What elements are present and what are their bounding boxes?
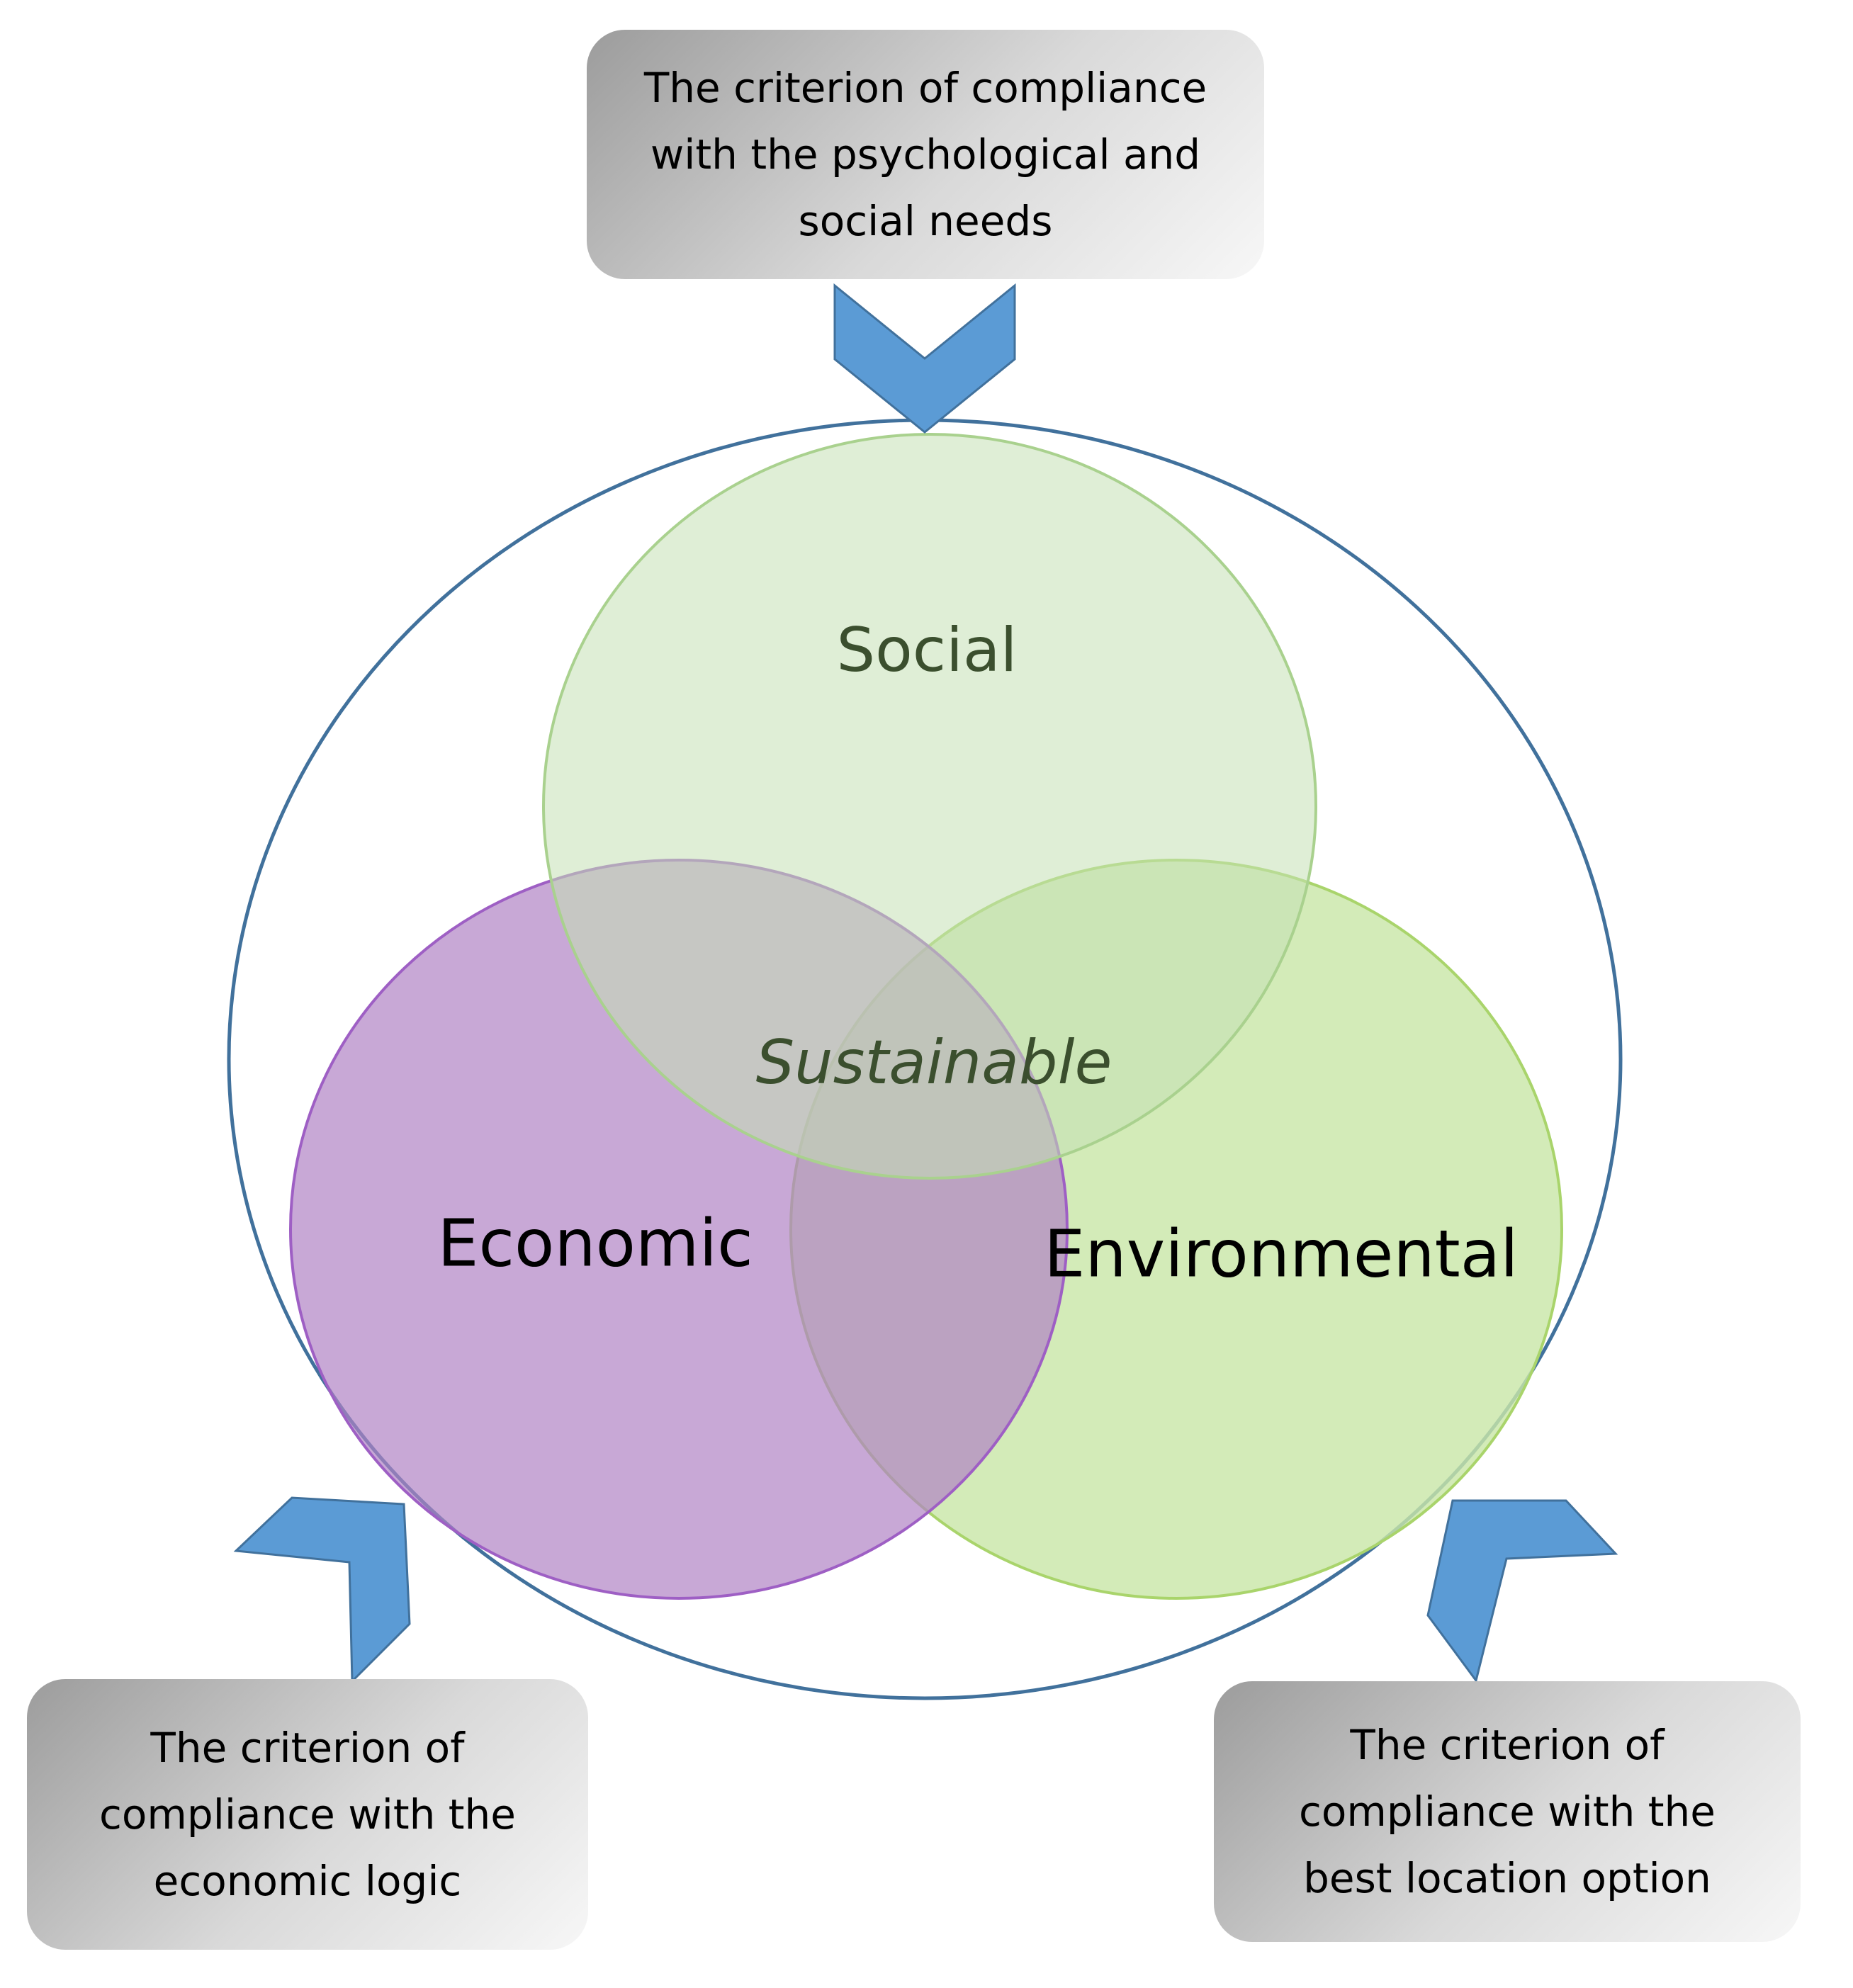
left-criterion-box: The criterion of compliance with the eco… — [27, 1679, 588, 1950]
top-criterion-text: The criterion of compliance with the psy… — [643, 64, 1207, 245]
right-arrow-icon — [1426, 1499, 1618, 1683]
right-criterion-text: The criterion of compliance with the bes… — [1299, 1721, 1716, 1902]
left-criterion-text: The criterion of compliance with the eco… — [99, 1724, 516, 1905]
top-arrow-icon — [833, 283, 1016, 434]
top-criterion-box: The criterion of compliance with the psy… — [587, 30, 1264, 279]
environmental-label: Environmental — [1044, 1216, 1519, 1292]
social-label: Social — [836, 615, 1018, 686]
social-circle — [542, 433, 1317, 1180]
left-arrow-icon — [233, 1496, 411, 1684]
sustainable-label: Sustainable — [755, 1027, 1113, 1098]
economic-label: Economic — [437, 1205, 753, 1282]
right-criterion-box: The criterion of compliance with the bes… — [1214, 1681, 1801, 1942]
